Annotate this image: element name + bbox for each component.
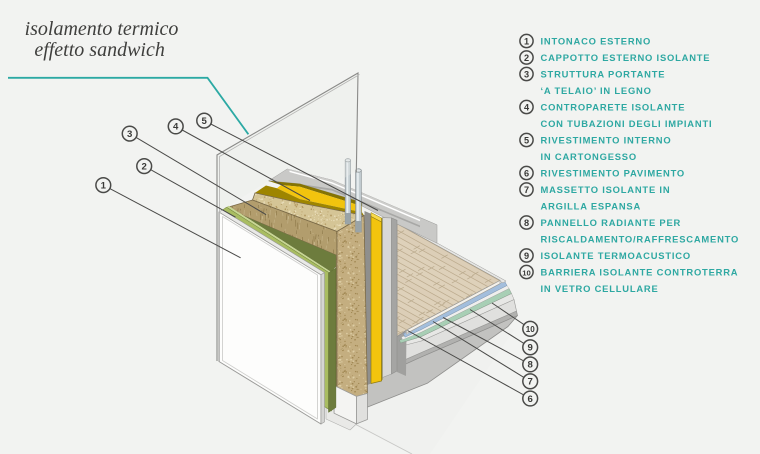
svg-text:9: 9 (524, 251, 529, 261)
svg-text:4: 4 (173, 122, 179, 133)
svg-text:STRUTTURA PORTANTE: STRUTTURA PORTANTE (541, 68, 666, 79)
svg-text:10: 10 (526, 325, 536, 334)
svg-text:PANNELLO RADIANTE PER: PANNELLO RADIANTE PER (541, 217, 682, 228)
svg-text:ISOLANTE TERMOACUSTICO: ISOLANTE TERMOACUSTICO (541, 250, 691, 261)
svg-text:5: 5 (202, 116, 208, 127)
svg-text:5: 5 (524, 135, 529, 145)
svg-text:INTONACO ESTERNO: INTONACO ESTERNO (541, 35, 652, 46)
svg-text:2: 2 (142, 161, 147, 172)
svg-text:ARGILLA ESPANSA: ARGILLA ESPANSA (541, 200, 642, 211)
svg-text:RIVESTIMENTO INTERNO: RIVESTIMENTO INTERNO (541, 134, 672, 145)
svg-text:7: 7 (528, 377, 533, 388)
svg-text:isolamento termico: isolamento termico (25, 18, 179, 40)
svg-text:8: 8 (524, 218, 529, 228)
svg-text:1: 1 (101, 180, 107, 191)
svg-text:RISCALDAMENTO/RAFFRESCAMENTO: RISCALDAMENTO/RAFFRESCAMENTO (541, 233, 740, 244)
svg-text:IN VETRO CELLULARE: IN VETRO CELLULARE (541, 283, 659, 294)
svg-text:1: 1 (524, 36, 529, 46)
svg-text:6: 6 (528, 394, 533, 405)
svg-text:3: 3 (524, 69, 529, 79)
svg-text:‘A TELAIO’ IN LEGNO: ‘A TELAIO’ IN LEGNO (541, 85, 652, 96)
svg-text:effetto sandwich: effetto sandwich (34, 39, 165, 61)
svg-text:IN CARTONGESSO: IN CARTONGESSO (541, 151, 637, 162)
svg-text:RIVESTIMENTO PAVIMENTO: RIVESTIMENTO PAVIMENTO (541, 167, 686, 178)
svg-text:7: 7 (524, 185, 529, 195)
svg-text:4: 4 (524, 102, 530, 112)
svg-text:MASSETTO ISOLANTE IN: MASSETTO ISOLANTE IN (541, 184, 671, 195)
svg-text:9: 9 (528, 343, 533, 354)
svg-text:CON TUBAZIONI DEGLI IMPIANTI: CON TUBAZIONI DEGLI IMPIANTI (541, 118, 713, 129)
svg-text:2: 2 (524, 53, 529, 63)
svg-text:CONTROPARETE ISOLANTE: CONTROPARETE ISOLANTE (541, 101, 686, 112)
svg-text:3: 3 (127, 129, 132, 140)
svg-text:8: 8 (528, 360, 534, 371)
svg-text:CAPPOTTO ESTERNO ISOLANTE: CAPPOTTO ESTERNO ISOLANTE (541, 52, 711, 63)
svg-text:6: 6 (524, 168, 529, 178)
svg-text:BARRIERA ISOLANTE CONTROTERRA: BARRIERA ISOLANTE CONTROTERRA (541, 266, 739, 277)
svg-text:10: 10 (522, 268, 531, 277)
